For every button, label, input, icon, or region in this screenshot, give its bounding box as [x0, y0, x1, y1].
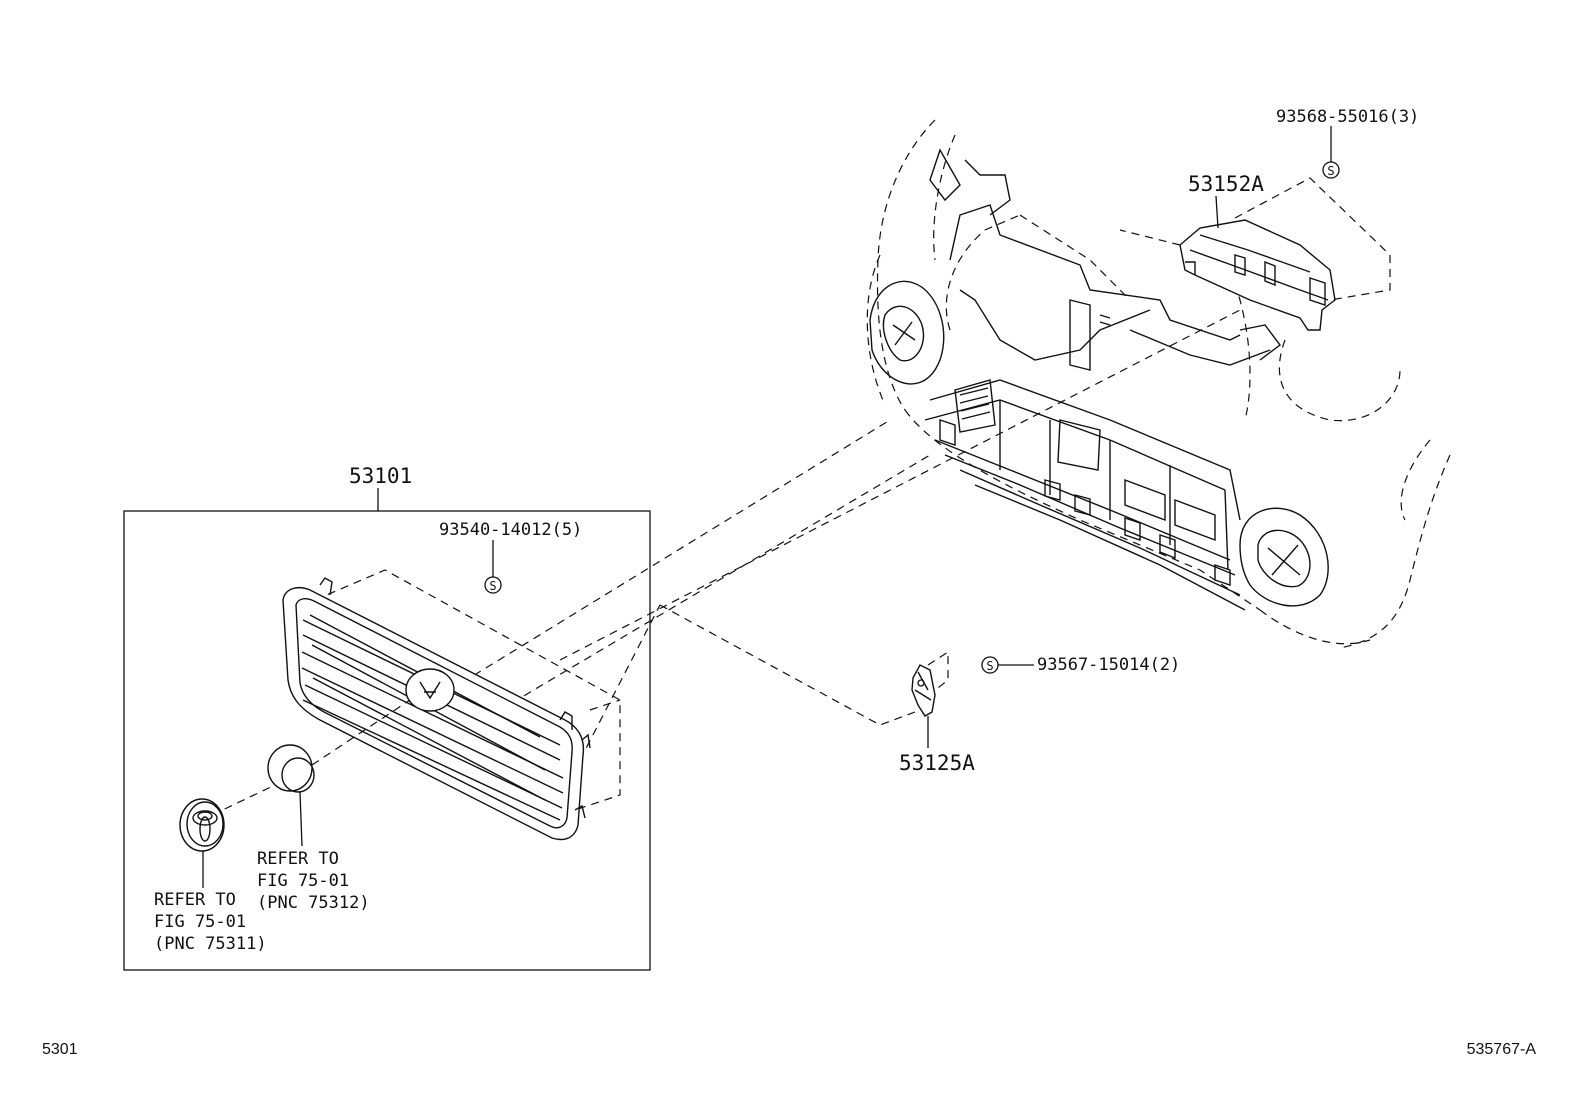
- svg-text:REFER TO: REFER TO: [154, 890, 236, 910]
- emblem-cover-reference-note: REFER TO FIG 75-01 (PNC 75312): [257, 849, 370, 913]
- svg-text:S: S: [986, 659, 993, 673]
- screw-symbol-upper: S: [1322, 161, 1340, 179]
- svg-text:(PNC 75311): (PNC 75311): [154, 934, 267, 954]
- svg-text:S: S: [489, 579, 496, 593]
- callout-upper-screw: 93568-55016(3): [1276, 107, 1419, 127]
- grille-assembly-box: [123, 510, 651, 971]
- emblem-reference-note: REFER TO FIG 75-01 (PNC 75311): [154, 890, 267, 954]
- svg-text:(PNC 75312): (PNC 75312): [257, 893, 370, 913]
- bumper-support-frame: [924, 379, 1246, 611]
- callout-bracket-screw: 93567-15014(2): [1037, 655, 1180, 675]
- emblem-cover-part: [267, 744, 315, 793]
- svg-text:FIG 75-01: FIG 75-01: [154, 912, 246, 932]
- svg-text:S: S: [1327, 164, 1334, 178]
- screw-symbol-grille: S: [484, 576, 502, 594]
- bracket-part: [911, 664, 936, 717]
- toyota-emblem-part: [179, 798, 225, 852]
- figure-number: 5301: [42, 1041, 78, 1058]
- svg-text:FIG 75-01: FIG 75-01: [257, 871, 349, 891]
- drawing-number: 535767-A: [1467, 1041, 1537, 1058]
- callout-grille-screw: 93540-14012(5): [439, 520, 582, 540]
- upper-retainer-part: [1179, 219, 1336, 331]
- radiator-grille-part: [282, 577, 591, 841]
- callout-upper-retainer: 53152A: [1188, 172, 1264, 196]
- screw-symbol-bracket: S: [981, 656, 999, 674]
- svg-text:REFER TO: REFER TO: [257, 849, 339, 869]
- grille-emblem-base: [405, 668, 455, 712]
- callout-bracket: 53125A: [899, 751, 975, 775]
- vehicle-front-body: [866, 119, 1451, 649]
- left-fog-lamp: [869, 280, 945, 385]
- right-fog-lamp: [1239, 507, 1329, 607]
- callout-grille: 53101: [349, 464, 412, 488]
